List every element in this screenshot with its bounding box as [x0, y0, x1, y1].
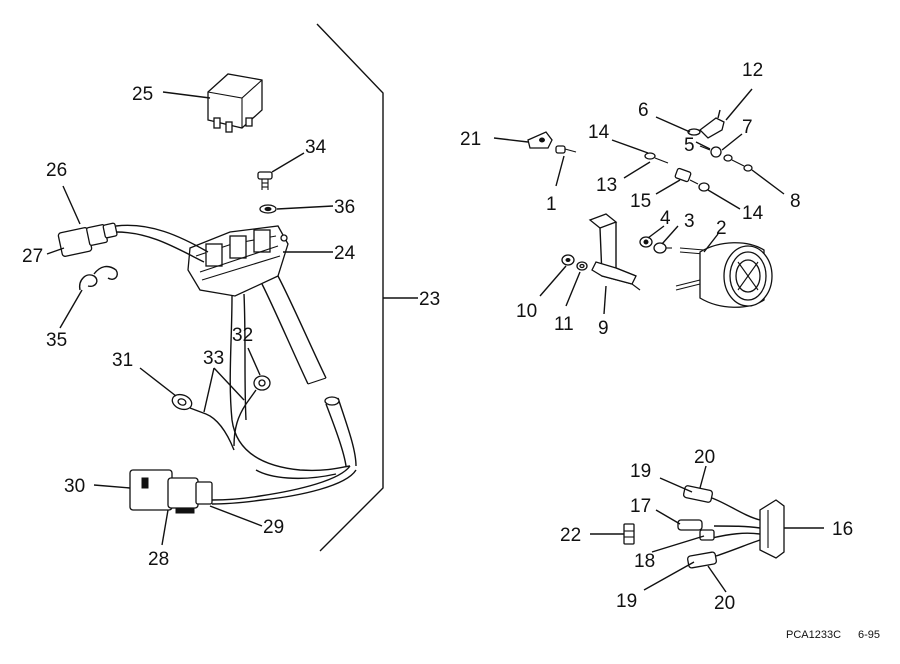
socket-chain [644, 152, 710, 192]
label-26: 26 [46, 160, 67, 181]
label-36: 36 [334, 197, 355, 218]
label-19a: 19 [630, 461, 651, 482]
label-21: 21 [460, 129, 481, 150]
connector-30 [129, 469, 213, 514]
label-5: 5 [684, 135, 695, 156]
label-10: 10 [516, 301, 537, 322]
label-9: 9 [598, 318, 609, 339]
label-25: 25 [132, 84, 153, 105]
nut-11 [576, 261, 588, 271]
clip-21 [527, 131, 553, 149]
label-1: 1 [546, 194, 557, 215]
label-8: 8 [790, 191, 801, 212]
clip-35 [79, 265, 118, 291]
label-29: 29 [263, 517, 284, 538]
diagram-code: PCA1233C [786, 629, 841, 641]
socket-assembly [687, 109, 753, 172]
label-11: 11 [554, 314, 574, 335]
gauge-2 [675, 242, 773, 308]
callout-labels: 25 34 36 24 23 26 27 35 32 31 33 30 29 2… [22, 60, 880, 641]
label-18: 18 [634, 551, 655, 572]
label-12: 12 [742, 60, 763, 81]
label-17: 17 [630, 496, 651, 517]
label-3: 3 [684, 211, 695, 232]
label-33: 33 [203, 348, 224, 369]
label-24: 24 [334, 243, 356, 264]
washer-10 [561, 254, 575, 266]
relay-25 [207, 73, 263, 133]
harness-16 [677, 485, 785, 569]
label-32: 32 [232, 325, 253, 346]
bracket-23 [316, 23, 384, 552]
bulb-3 [653, 242, 672, 254]
label-30: 30 [64, 476, 85, 497]
screw-34 [257, 171, 273, 190]
connector-27 [57, 222, 118, 257]
ring-terminal-32 [233, 375, 271, 447]
label-34: 34 [305, 137, 327, 158]
label-22: 22 [560, 525, 581, 546]
label-7: 7 [742, 117, 753, 138]
label-14a: 14 [588, 122, 610, 143]
label-31: 31 [112, 350, 133, 371]
label-35: 35 [46, 330, 67, 351]
label-13: 13 [596, 175, 617, 196]
label-2: 2 [716, 218, 727, 239]
ring-terminal-31 [171, 393, 235, 451]
label-19b: 19 [616, 591, 637, 612]
label-15: 15 [630, 191, 651, 212]
bracket-9 [588, 213, 641, 291]
label-28: 28 [148, 549, 169, 570]
screw-1 [555, 145, 577, 154]
label-20b: 20 [714, 593, 735, 614]
label-23: 23 [419, 289, 440, 310]
label-16: 16 [832, 519, 853, 540]
label-14b: 14 [742, 203, 764, 224]
label-20a: 20 [694, 447, 715, 468]
washer-36 [259, 204, 277, 214]
label-4: 4 [660, 208, 671, 229]
label-27: 27 [22, 246, 43, 267]
label-6: 6 [638, 100, 649, 121]
socket-4 [639, 236, 653, 248]
fuse-22 [623, 523, 635, 545]
diagram-date: 6-95 [858, 629, 880, 641]
